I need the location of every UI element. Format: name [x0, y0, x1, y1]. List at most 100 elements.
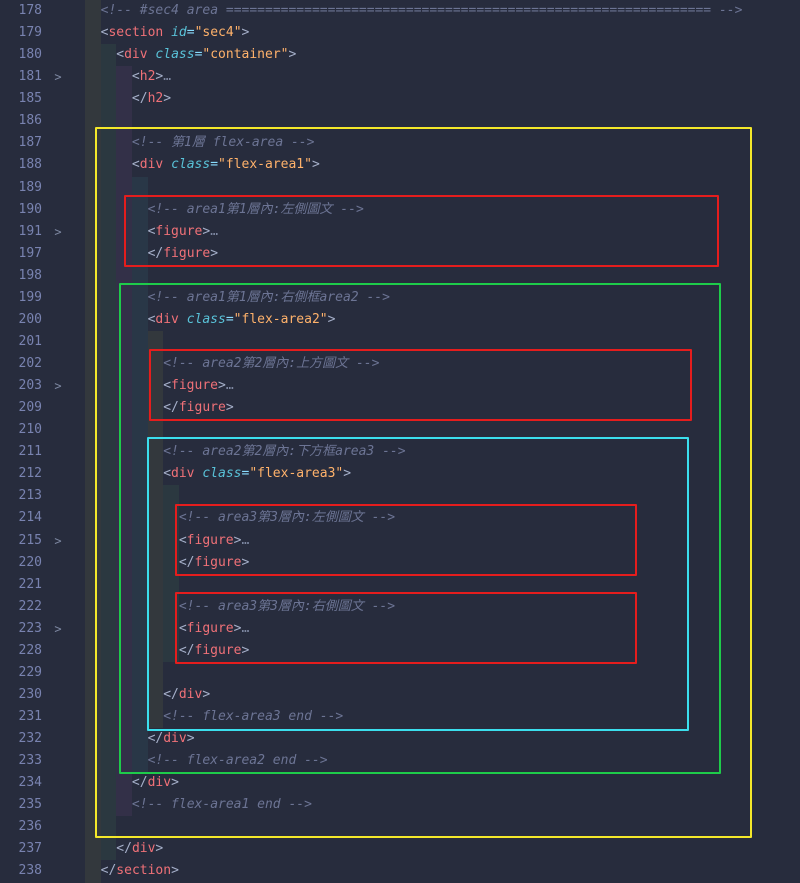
code-line[interactable]: 214<!-- area3第3層內:左側圖文 --> [0, 507, 800, 530]
code-line[interactable]: 229 [0, 661, 800, 684]
code-line[interactable]: 201 [0, 330, 800, 353]
indent-guide [85, 66, 101, 89]
code-line[interactable]: 179<section id="sec4"> [0, 22, 800, 45]
indent-guide [100, 816, 117, 839]
indent-guide [85, 772, 101, 795]
fold-chevron-icon[interactable]: > [54, 224, 62, 239]
indent-guide [100, 375, 117, 398]
code-line[interactable]: 198 [0, 264, 800, 287]
token-punc: > [163, 91, 172, 107]
indent-guide [85, 816, 101, 839]
token-comment: <!-- area2第2層內:上方圖文 --> [163, 356, 380, 371]
code-line[interactable]: 211 <!-- area2第2層內:下方框area3 --> [0, 441, 800, 464]
token-fold: … [241, 532, 250, 548]
indent-guide [116, 375, 132, 398]
code-line[interactable]: 189 [0, 176, 800, 199]
indent-guide [85, 286, 101, 309]
token-op: = [241, 466, 250, 482]
token-tag: h2 [139, 69, 156, 85]
code-text: </figure> [85, 639, 249, 662]
indent-guide [85, 728, 101, 751]
indent-guide [116, 617, 132, 640]
indent-guide [131, 485, 148, 508]
indent-guide [100, 772, 117, 795]
indent-guide [85, 485, 101, 508]
token-str: "flex-area3" [249, 466, 344, 482]
code-line[interactable]: 238</section> [0, 860, 800, 883]
code-text: <!-- area1第1層內:右側框area2 --> [85, 286, 390, 309]
token-tag: figure [194, 642, 242, 658]
indent-guide [100, 220, 117, 243]
code-line[interactable]: 188<div class="flex-area1"> [0, 154, 800, 177]
fold-gutter-spacer [46, 441, 70, 463]
code-line[interactable]: 213 [0, 485, 800, 508]
fold-chevron-icon[interactable]: > [54, 621, 62, 636]
code-line[interactable]: 203><figure>… [0, 375, 800, 398]
code-text: </div> [85, 838, 163, 861]
fold-gutter-spacer [46, 485, 70, 507]
code-line[interactable]: 178<!-- #sec4 area =====================… [0, 0, 800, 23]
indent-guide [85, 750, 101, 773]
indent-guide [116, 750, 132, 773]
code-text [85, 816, 117, 839]
code-line[interactable]: 200<div class="flex-area2"> [0, 308, 800, 331]
indent-guide [147, 706, 164, 729]
code-line[interactable]: 220</figure> [0, 551, 800, 574]
code-line[interactable]: 180<div class="container"> [0, 44, 800, 67]
token-comment: <!-- #sec4 area ========================… [100, 3, 743, 18]
code-line[interactable]: 215><figure>… [0, 529, 800, 552]
code-line[interactable]: 230</div> [0, 683, 800, 706]
indent-guide [100, 706, 117, 729]
code-line[interactable]: 197</figure> [0, 242, 800, 265]
token-str: "container" [202, 47, 289, 63]
fold-gutter-spacer [46, 750, 70, 772]
code-line[interactable]: 190<!-- area1第1層內:左側圖文 --> [0, 198, 800, 221]
code-line[interactable]: 234</div> [0, 772, 800, 795]
code-line[interactable]: 199 <!-- area1第1層內:右側框area2 --> [0, 286, 800, 309]
indent-guide [100, 66, 117, 89]
code-line[interactable]: 237</div> [0, 838, 800, 861]
token-punc: > [241, 554, 250, 570]
code-line[interactable]: 236 [0, 816, 800, 839]
code-line[interactable]: 202<!-- area2第2層內:上方圖文 --> [0, 353, 800, 376]
line-number: 229 [18, 664, 42, 680]
fold-chevron-icon[interactable]: > [54, 70, 62, 85]
code-line[interactable]: 191><figure>… [0, 220, 800, 243]
code-line[interactable]: 209</figure> [0, 397, 800, 420]
fold-gutter-spacer [46, 816, 70, 838]
code-line[interactable]: 210 [0, 419, 800, 442]
line-number: 211 [18, 444, 42, 460]
code-line[interactable]: 228</figure> [0, 639, 800, 662]
line-number: 187 [18, 135, 42, 151]
code-line[interactable]: 185</h2> [0, 88, 800, 111]
code-line[interactable]: 212<div class="flex-area3"> [0, 463, 800, 486]
fold-gutter-spacer [46, 132, 70, 154]
code-line[interactable]: 222<!-- area3第3層內:右側圖文 --> [0, 595, 800, 618]
token-punc: < [163, 378, 172, 394]
fold-chevron-icon[interactable]: > [54, 379, 62, 394]
line-number: 179 [18, 25, 42, 41]
code-line[interactable]: 187<!-- 第1層 flex-area --> [0, 132, 800, 155]
code-text [85, 330, 164, 353]
code-text: <!-- area2第2層內:下方框area3 --> [85, 441, 406, 464]
indent-guide [116, 198, 132, 221]
line-number: 199 [18, 289, 42, 305]
code-line[interactable]: 233<!-- flex-area2 end --> [0, 750, 800, 773]
line-number: 238 [18, 863, 42, 879]
code-line[interactable]: 221 [0, 573, 800, 596]
token-fold: … [163, 69, 172, 85]
code-line[interactable]: 223><figure>… [0, 617, 800, 640]
code-line[interactable]: 186 [0, 110, 800, 133]
fold-gutter-spacer [46, 596, 70, 618]
indent-guide [85, 639, 101, 662]
code-line[interactable]: 181><h2>… [0, 66, 800, 89]
indent-guide [163, 573, 179, 596]
token-attr: class [186, 311, 226, 327]
indent-guide [131, 573, 148, 596]
code-line[interactable]: 235<!-- flex-area1 end --> [0, 794, 800, 817]
code-line[interactable]: 231<!-- flex-area3 end --> [0, 706, 800, 729]
indent-guide [100, 728, 117, 751]
code-line[interactable]: 232</div> [0, 728, 800, 751]
code-text: <div class="flex-area1"> [85, 154, 320, 177]
fold-chevron-icon[interactable]: > [54, 533, 62, 548]
